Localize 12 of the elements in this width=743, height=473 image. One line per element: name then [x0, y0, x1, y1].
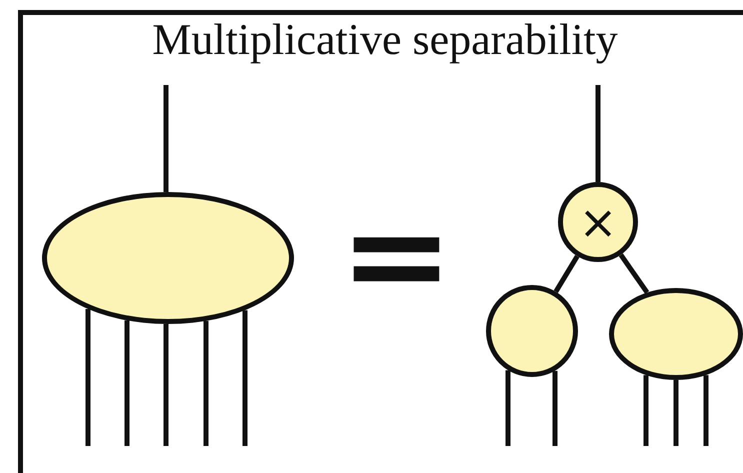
connector-line [86, 309, 90, 446]
title: Multiplicative separability [151, 14, 619, 66]
connector-line [164, 324, 168, 446]
connector-line [554, 254, 580, 293]
operator-symbol: × [578, 199, 618, 245]
connector-line [506, 370, 510, 446]
equals-sign: = [339, 190, 454, 320]
connector-line [242, 310, 248, 446]
connector-line [552, 370, 558, 446]
connector-line [596, 85, 600, 182]
connector-line [164, 85, 168, 192]
connector-line [674, 380, 678, 446]
